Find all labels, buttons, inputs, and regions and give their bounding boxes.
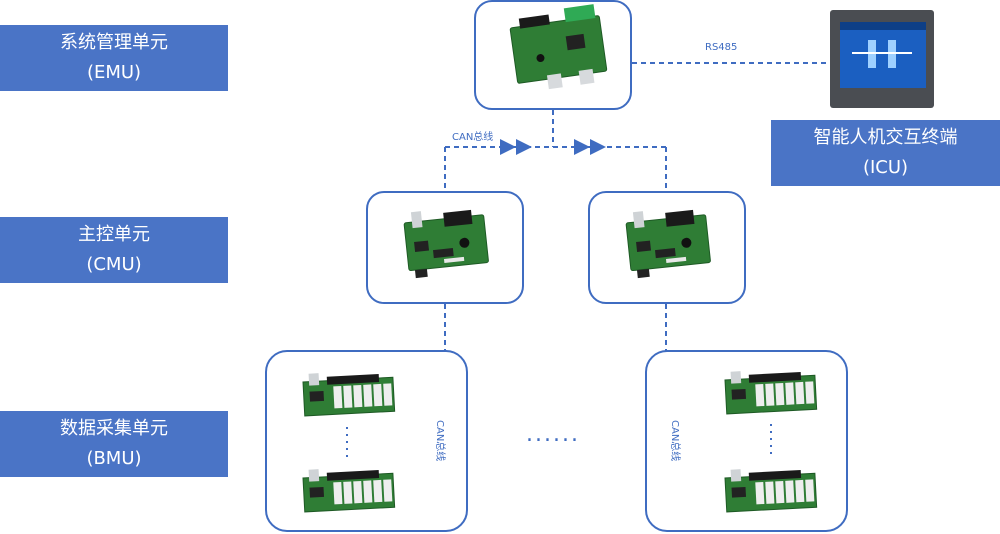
rs485-label: RS485 <box>705 42 738 53</box>
icu-label: 智能人机交互终端 (ICU) <box>771 120 1000 186</box>
bmu-module-frame-2 <box>645 350 848 532</box>
cmu-module-frame-1 <box>366 191 524 304</box>
bmu-label: 数据采集单元 (BMU) <box>0 411 228 477</box>
emu-label-title: 系统管理单元 <box>60 32 168 53</box>
cmu-label-title: 主控单元 <box>78 224 150 245</box>
cmu-label-abbr: (CMU) <box>86 254 142 275</box>
icu-touchscreen-image <box>830 10 934 108</box>
can-bus-top-label: CAN总线 <box>452 132 494 143</box>
bmu-boards-left <box>302 368 396 513</box>
emu-module-frame <box>474 0 632 110</box>
cmu-module-frame-2 <box>588 191 746 304</box>
cmu-label: 主控单元 (CMU) <box>0 217 228 283</box>
bmu-label-title: 数据采集单元 <box>60 418 168 439</box>
bmu-label-abbr: (BMU) <box>86 448 142 469</box>
more-bmu-ellipsis: ...... <box>526 422 580 447</box>
emu-label-abbr: (EMU) <box>86 62 142 83</box>
cmu-pcb-image-2 <box>624 204 712 280</box>
bmu-module-frame-1 <box>265 350 468 532</box>
cmu-pcb-image-1 <box>402 204 490 280</box>
icu-label-title: 智能人机交互终端 <box>813 127 958 148</box>
can-bus-right-label: CAN总线 <box>669 420 680 462</box>
emu-label: 系统管理单元 (EMU) <box>0 25 228 91</box>
icu-label-abbr: (ICU) <box>862 157 909 178</box>
can-bus-left-label: CAN总线 <box>434 420 445 462</box>
emu-pcb-image <box>509 4 608 90</box>
